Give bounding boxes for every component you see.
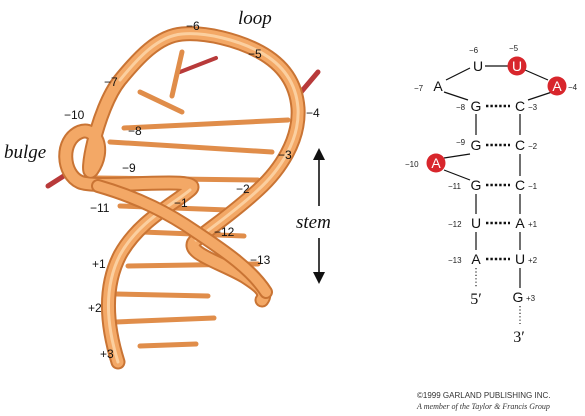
pos-label: −1 <box>174 196 188 210</box>
pos-label: −9 <box>122 161 136 175</box>
rna-3d-model: loop bulge stem −6 −5 −7 −4 −10 −8 −3 −9… <box>4 8 331 370</box>
stem-label: stem <box>296 212 331 233</box>
pos-label: −1 <box>528 182 538 191</box>
stem-arrow <box>313 148 325 284</box>
pos-label: −2 <box>236 182 250 196</box>
rung <box>121 117 291 131</box>
base-a13: A <box>471 251 481 267</box>
pos-label: +2 <box>88 301 102 315</box>
ribbon-highlight <box>106 32 300 364</box>
pos-label: −10 <box>405 160 419 169</box>
ribbon-body <box>93 181 271 297</box>
backbone-lines <box>443 65 553 288</box>
backbone-ribbon <box>58 26 306 370</box>
rung <box>169 49 185 99</box>
backbone-ribbon-front <box>91 179 273 299</box>
pos-label: −4 <box>568 83 578 92</box>
base-u12: U <box>471 215 481 231</box>
base-g3: G <box>513 289 524 305</box>
pos-label: −9 <box>456 138 466 147</box>
highlight-a4 <box>547 76 567 96</box>
loop-label: loop <box>238 8 272 29</box>
pos-label: −7 <box>104 75 118 89</box>
rung <box>113 291 211 299</box>
pos-label: −11 <box>90 201 110 215</box>
base-pair-dots <box>486 104 510 261</box>
base-u2: U <box>515 251 525 267</box>
pos-label: +3 <box>100 347 114 361</box>
base-g8: G <box>471 98 482 114</box>
base-c3: C <box>515 98 525 114</box>
rung <box>113 315 217 325</box>
pos-label: +2 <box>528 256 538 265</box>
pos-label: −11 <box>448 182 462 191</box>
base-u6: U <box>473 58 483 74</box>
base-g11: G <box>471 177 482 193</box>
publisher-credit: ©1999 GARLAND PUBLISHING INC. A member o… <box>416 391 551 411</box>
five-prime-end: 5′ <box>470 291 482 308</box>
bulge-label: bulge <box>4 142 46 163</box>
base-a1: A <box>515 215 525 231</box>
member-text: A member of the Taylor & Francis Group <box>416 402 550 411</box>
pos-label: −6 <box>186 19 200 33</box>
base-a10: A <box>431 155 441 171</box>
rung <box>137 89 185 115</box>
base-a7: A <box>433 78 443 94</box>
rung <box>107 139 275 155</box>
pos-label: −4 <box>306 106 320 120</box>
rna-secondary-structure: U U A A G C G C A G C U A A U G −6 −5 −7… <box>405 44 578 346</box>
base-c1: C <box>515 177 525 193</box>
highlight-a10 <box>426 153 446 173</box>
pos-label: +1 <box>92 257 106 271</box>
pos-label: −13 <box>448 256 462 265</box>
base-c2: C <box>515 137 525 153</box>
pos-label: −13 <box>250 253 271 267</box>
base-g9: G <box>471 137 482 153</box>
pos-label: −12 <box>214 225 235 239</box>
pos-label: −3 <box>528 103 538 112</box>
pos-label: +3 <box>526 294 536 303</box>
three-prime-end: 3′ <box>513 329 525 346</box>
pos-label: −7 <box>414 84 424 93</box>
pos-label: −5 <box>509 44 519 53</box>
rung <box>137 341 199 349</box>
highlight-u5 <box>507 56 527 76</box>
base-a4: A <box>552 78 562 94</box>
copyright-text: ©1999 GARLAND PUBLISHING INC. <box>417 391 551 400</box>
base-u5: U <box>512 58 522 74</box>
pos-label: −12 <box>448 220 462 229</box>
pos-label: −2 <box>528 142 538 151</box>
backbone-strand-top <box>178 56 218 74</box>
pos-label: +1 <box>528 220 538 229</box>
pos-label: −6 <box>469 46 479 55</box>
pos-label: −3 <box>278 148 292 162</box>
pos-label: −8 <box>456 103 466 112</box>
pos-label: −10 <box>64 108 85 122</box>
pos-label: −5 <box>248 47 262 61</box>
pos-label: −8 <box>128 124 142 138</box>
